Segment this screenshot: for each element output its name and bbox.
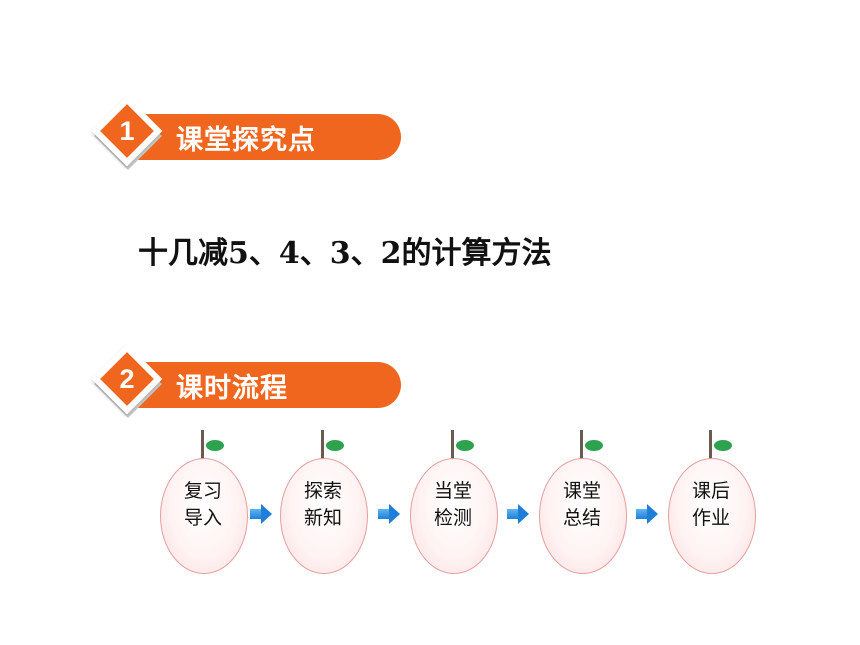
fruit-icon (160, 458, 248, 574)
flow-step-homework: 课后 作业 (666, 430, 758, 580)
flow-step-line: 课堂 (562, 480, 601, 502)
flow-step-label: 探索 新知 (278, 478, 368, 532)
stem-icon (451, 430, 454, 460)
fruit-icon (668, 458, 756, 574)
flow-step-line: 新知 (303, 507, 342, 529)
flow-step-line: 课后 (691, 480, 730, 502)
leaf-icon (326, 440, 344, 451)
flow-step-label: 当堂 检测 (408, 478, 498, 532)
stem-icon (201, 430, 204, 460)
section-number: 1 (119, 116, 135, 146)
blue-right-arrow-icon (507, 504, 529, 524)
lesson-flow: 复习 导入 探索 新知 当堂 检测 课堂 总结 (0, 430, 860, 590)
flow-step-line: 复习 (183, 480, 222, 502)
section-title: 课时流程 (176, 373, 288, 404)
lesson-topic: 十几减5、4、3、2的计算方法 (138, 236, 552, 271)
leaf-icon (714, 440, 732, 451)
flow-step-line: 作业 (691, 507, 730, 529)
stem-icon (709, 430, 712, 460)
leaf-icon (206, 440, 224, 451)
fruit-icon (280, 458, 368, 574)
section-title-bar (136, 114, 401, 160)
section-title: 课堂探究点 (176, 125, 316, 156)
flow-step-review: 复习 导入 (158, 430, 250, 580)
leaf-icon (585, 440, 603, 451)
flow-step-label: 复习 导入 (158, 478, 248, 532)
flow-step-summary: 课堂 总结 (537, 430, 629, 580)
flow-step-line: 检测 (433, 507, 472, 529)
section-header-2: 2 课时流程 (91, 343, 416, 418)
fruit-icon (410, 458, 498, 574)
blue-right-arrow-icon (378, 504, 400, 524)
stem-icon (321, 430, 324, 460)
flow-step-label: 课堂 总结 (537, 478, 627, 532)
flow-step-explore: 探索 新知 (278, 430, 370, 580)
blue-right-arrow-icon (250, 504, 272, 524)
section-title-bar (136, 362, 401, 408)
section-number: 2 (119, 364, 135, 394)
flow-step-line: 导入 (183, 507, 222, 529)
flow-step-label: 课后 作业 (666, 478, 756, 532)
stem-icon (580, 430, 583, 460)
section-header-1: 1 课堂探究点 (91, 95, 416, 170)
fruit-icon (539, 458, 627, 574)
flow-step-line: 总结 (562, 507, 601, 529)
flow-step-test: 当堂 检测 (408, 430, 500, 580)
leaf-icon (456, 440, 474, 451)
flow-step-line: 探索 (303, 480, 342, 502)
blue-right-arrow-icon (636, 504, 658, 524)
flow-step-line: 当堂 (433, 480, 472, 502)
